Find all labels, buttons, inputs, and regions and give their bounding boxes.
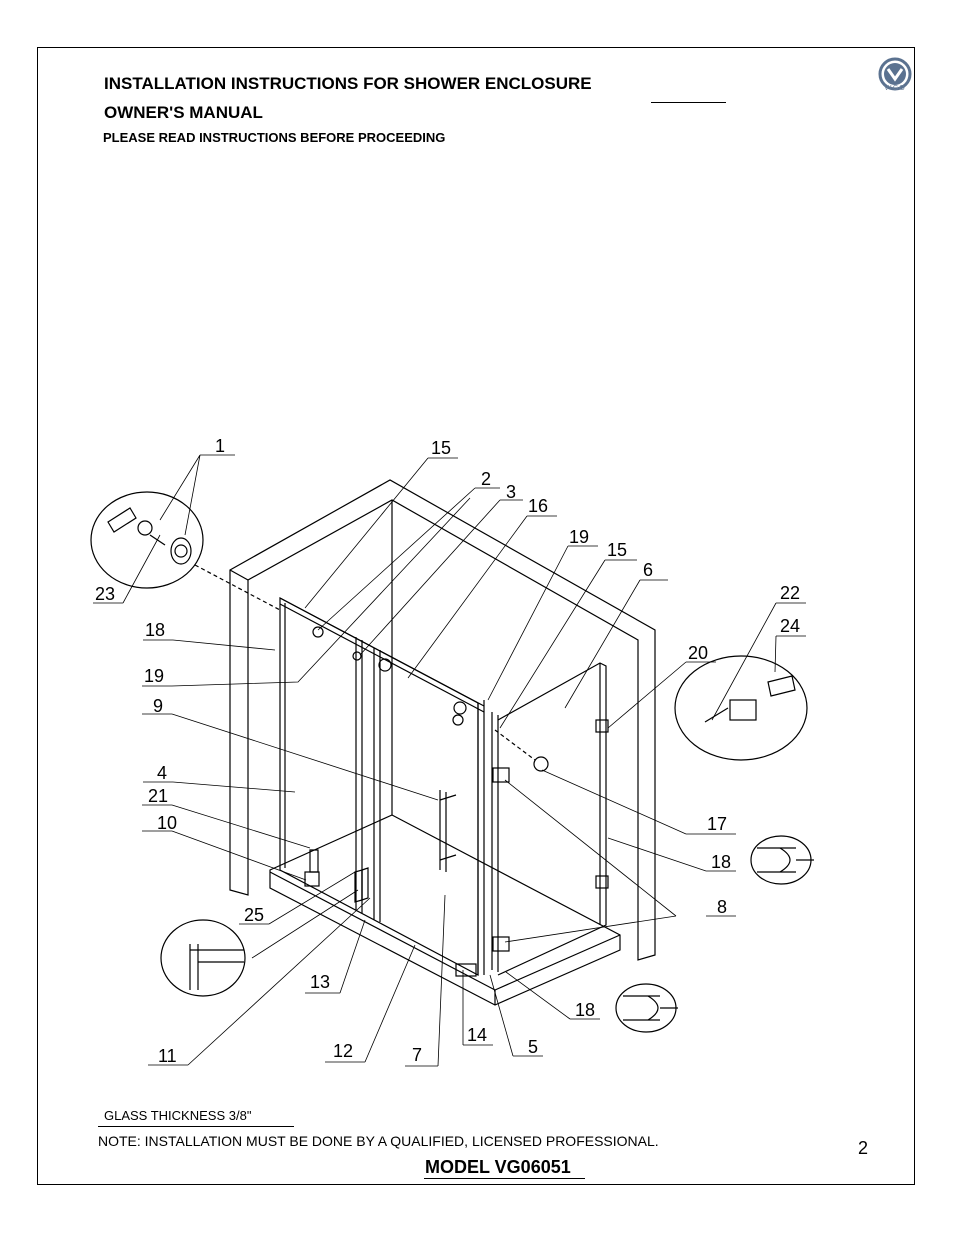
part-label: 6 xyxy=(643,560,653,580)
vigo-logo-icon xyxy=(878,57,912,91)
part-label: 1 xyxy=(215,436,225,456)
part-label: 10 xyxy=(157,813,177,833)
part-label: 15 xyxy=(607,540,627,560)
part-label: 17 xyxy=(707,814,727,834)
part-label: 8 xyxy=(717,897,727,917)
model-underline xyxy=(424,1178,585,1179)
part-label: 15 xyxy=(431,438,451,458)
logo-text: VIGO xyxy=(884,85,906,92)
page-number: 2 xyxy=(858,1138,869,1158)
part-label: 24 xyxy=(780,616,800,636)
title-blank-line xyxy=(651,102,726,103)
part-label: 2 xyxy=(481,469,491,489)
part-label: 18 xyxy=(145,620,165,640)
read-notice: PLEASE READ INSTRUCTIONS BEFORE PROCEEDI… xyxy=(103,130,446,145)
installation-note: NOTE: INSTALLATION MUST BE DONE BY A QUA… xyxy=(98,1133,659,1149)
part-label: 5 xyxy=(528,1037,538,1057)
page-frame xyxy=(37,47,915,1185)
part-label: 19 xyxy=(569,527,589,547)
part-label: 25 xyxy=(244,905,264,925)
part-label: 22 xyxy=(780,583,800,603)
part-label: 20 xyxy=(688,643,708,663)
glass-thickness: GLASS THICKNESS 3/8" xyxy=(104,1108,252,1123)
part-label: 13 xyxy=(310,972,330,992)
part-label: 14 xyxy=(467,1025,487,1045)
part-label: 12 xyxy=(333,1041,353,1061)
part-label: 7 xyxy=(412,1045,422,1065)
part-label: 3 xyxy=(506,482,516,502)
part-label: 18 xyxy=(575,1000,595,1020)
part-label: 21 xyxy=(148,786,168,806)
model-number: MODEL VG06051 xyxy=(425,1157,571,1177)
part-label: 11 xyxy=(158,1046,177,1066)
part-label: 23 xyxy=(95,584,115,604)
manual-subtitle: OWNER'S MANUAL xyxy=(104,103,263,122)
part-label: 4 xyxy=(157,763,167,783)
part-label: 18 xyxy=(711,852,731,872)
manual-title: INSTALLATION INSTRUCTIONS FOR SHOWER ENC… xyxy=(104,74,592,93)
part-label: 16 xyxy=(528,496,548,516)
part-label: 19 xyxy=(144,666,164,686)
part-label: 9 xyxy=(153,696,163,716)
glass-thickness-underline xyxy=(98,1126,294,1127)
